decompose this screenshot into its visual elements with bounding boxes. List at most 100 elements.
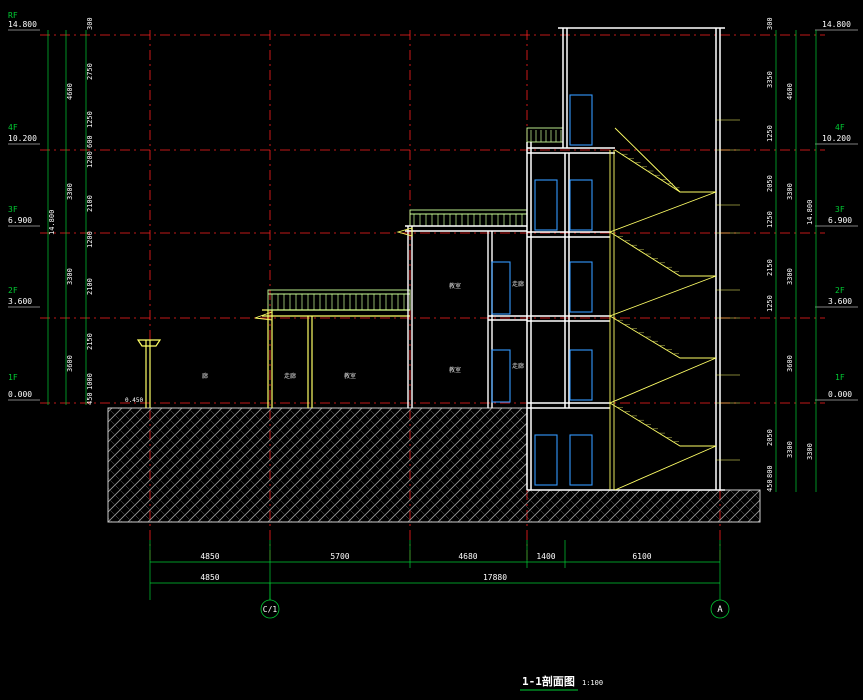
dim-text: 1250 <box>766 295 774 312</box>
level-elev: 10.200 <box>8 134 37 143</box>
drawing-scale: 1:100 <box>582 679 603 687</box>
dim-text: 1000 <box>86 373 94 390</box>
level-3f-left: 3F 6.900 <box>8 205 40 227</box>
level-name: 2F <box>835 286 845 295</box>
level-1f-right: 1F 0.000 <box>815 373 858 401</box>
drawing-title-block: 1-1剖面图 1:100 <box>520 674 603 691</box>
dim-text: 1400 <box>536 552 555 561</box>
room-label: 教室 <box>449 282 461 290</box>
dim-text: 3600 <box>786 355 794 372</box>
dim-text: 2150 <box>86 333 94 350</box>
main-building <box>526 27 725 491</box>
dim-extra-text: 3300 <box>806 443 814 460</box>
dim-text: 6100 <box>632 552 651 561</box>
dim-text: 17880 <box>483 573 507 582</box>
dim-text: 2050 <box>766 429 774 446</box>
ground-section <box>107 407 761 523</box>
level-roof-right: 14.800 <box>815 20 858 31</box>
dim-total-text: 14.800 <box>48 210 56 235</box>
dim-text: 3350 <box>766 71 774 88</box>
right-level-labels: 14.800 4F 10.200 3F 6.900 2F 3.600 1F 0.… <box>815 20 858 401</box>
level-elev: 6.900 <box>8 216 32 225</box>
windows <box>491 94 593 486</box>
level-name: 2F <box>8 286 18 295</box>
level-4f-right: 4F 10.200 <box>815 123 858 145</box>
dim-text: 800 <box>766 465 774 478</box>
dim-text: 4850 <box>200 552 219 561</box>
level-4f-left: 4F 10.200 <box>8 123 40 145</box>
axis-bubble-a <box>710 599 730 619</box>
axis-bubbles: C/1 A <box>260 598 730 619</box>
dim-text: 300 <box>766 17 774 30</box>
dim-text: 2750 <box>86 63 94 80</box>
left-level-labels: RF 14.800 4F 10.200 3F 6.900 2F 3.600 1F… <box>8 11 40 401</box>
dim-text: 5700 <box>330 552 349 561</box>
railing-balusters <box>271 130 562 310</box>
dim-text: 450 <box>86 392 94 405</box>
dim-text: 300 <box>86 17 94 30</box>
dim-total-text: 14.800 <box>806 200 814 225</box>
drawing-title: 1-1剖面图 <box>522 674 575 688</box>
right-dim-inner-texts: 300 3350 1250 2050 1250 2150 1250 2050 8… <box>766 17 774 492</box>
level-elev: 3.600 <box>828 297 852 306</box>
room-labels: 廊 走廊 教室 教室 走廊 走廊 教室 <box>202 280 524 380</box>
room-label: 走廊 <box>512 280 524 288</box>
level-3f-right: 3F 6.900 <box>815 205 858 227</box>
level-elev: 0.000 <box>8 390 32 399</box>
level-2f-right: 2F 3.600 <box>815 286 858 308</box>
room-label: 走廊 <box>284 372 296 380</box>
level-elev: 0.000 <box>828 390 852 399</box>
wall-level-marks <box>716 119 740 461</box>
left-dim-inner-texts: 300 2750 1250 600 1200 2100 1200 2100 21… <box>86 17 94 405</box>
level-name: RF <box>8 11 18 20</box>
level-elev: 14.800 <box>8 20 37 29</box>
level-elev: 6.900 <box>828 216 852 225</box>
dim-text: 4600 <box>66 83 74 100</box>
dim-text: 2050 <box>766 175 774 192</box>
right-dimensions <box>775 30 817 492</box>
ground-mark: 0.450 <box>125 397 143 404</box>
level-1f-left: 1F 0.000 <box>8 373 40 401</box>
level-name: 3F <box>8 205 18 214</box>
dim-text: 4680 <box>458 552 477 561</box>
room-label: 教室 <box>449 366 461 374</box>
level-elev: 10.200 <box>822 134 851 143</box>
axis-label: A <box>717 605 723 615</box>
axis-label: C/1 <box>263 605 278 614</box>
level-name: 3F <box>835 205 845 214</box>
left-dimensions <box>47 30 87 405</box>
level-name: 1F <box>8 373 18 382</box>
dim-text: 2100 <box>86 195 94 212</box>
bottom-dim-texts: 4850 5700 4680 1400 6100 4850 17880 <box>200 552 651 582</box>
level-name: 1F <box>835 373 845 382</box>
dim-text: 3300 <box>66 183 74 200</box>
corridor-structure <box>136 309 410 408</box>
dim-text: 3300 <box>786 268 794 285</box>
dim-text: 2150 <box>766 259 774 276</box>
dim-text: 3300 <box>786 441 794 458</box>
level-elev: 3.600 <box>8 297 32 306</box>
dim-text: 4600 <box>786 83 794 100</box>
level-name: 4F <box>8 123 18 132</box>
room-label: 教室 <box>344 372 356 380</box>
axis-bubble-c1 <box>260 599 280 619</box>
middle-building-outline <box>254 227 413 321</box>
room-label: 廊 <box>202 372 208 380</box>
level-rf-left: RF 14.800 <box>8 11 40 31</box>
dim-text: 1200 <box>86 151 94 168</box>
dim-text: 600 <box>86 135 94 148</box>
dim-text: 1200 <box>86 231 94 248</box>
bottom-dimensions <box>149 540 721 600</box>
stair-steps <box>617 153 680 442</box>
level-2f-left: 2F 3.600 <box>8 286 40 308</box>
dim-text: 3600 <box>66 355 74 372</box>
level-elev: 14.800 <box>822 20 851 29</box>
dim-text: 4850 <box>200 573 219 582</box>
dim-text: 1250 <box>86 111 94 128</box>
level-name: 4F <box>835 123 845 132</box>
staircase <box>608 127 717 491</box>
dim-text: 3300 <box>66 268 74 285</box>
right-dim-middle-texts: 4600 3300 3300 3600 3300 14.800 3300 <box>786 83 814 460</box>
room-label: 走廊 <box>512 362 524 370</box>
